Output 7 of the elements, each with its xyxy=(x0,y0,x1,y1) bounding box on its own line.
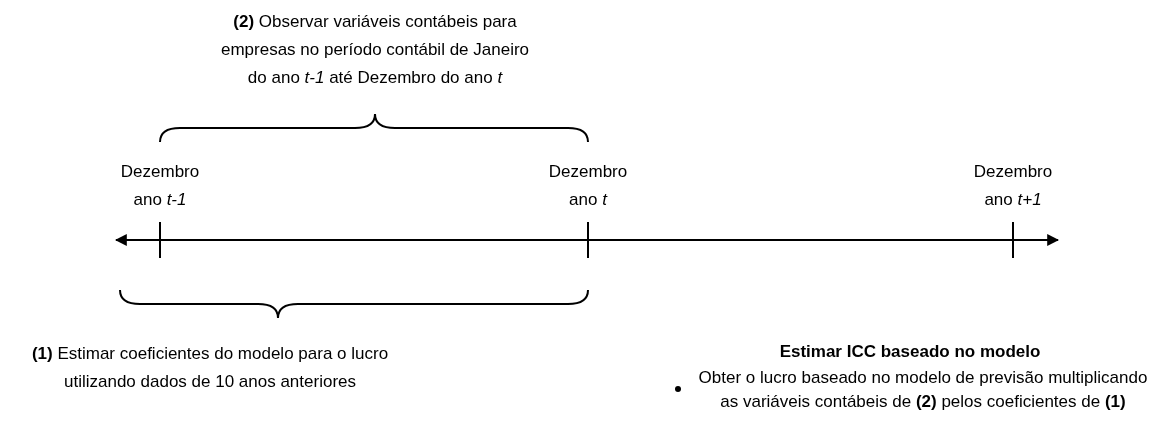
annotation-text: (2) Observar variáveis contábeis para empresas no período contábil de Janeiro do ano t-1 até Dezembro do ano t xyxy=(219,11,531,89)
section-heading: Estimar ICC baseado no modelo xyxy=(778,341,1042,363)
annotation-text: (1) Estimar coeficientes do modelo para o lucro utilizando dados de 10 anos anteriores xyxy=(30,343,390,393)
date-label: Dezembro ano t+1 xyxy=(972,161,1054,211)
date-label: Dezembro ano t xyxy=(547,161,629,211)
date-label: Dezembro ano t-1 xyxy=(119,161,201,211)
bullet-text: Obter o lucro baseado no modelo de previsão multiplicando as variáveis contábeis de (2) pelos coeficientes de (1) xyxy=(697,367,1149,413)
